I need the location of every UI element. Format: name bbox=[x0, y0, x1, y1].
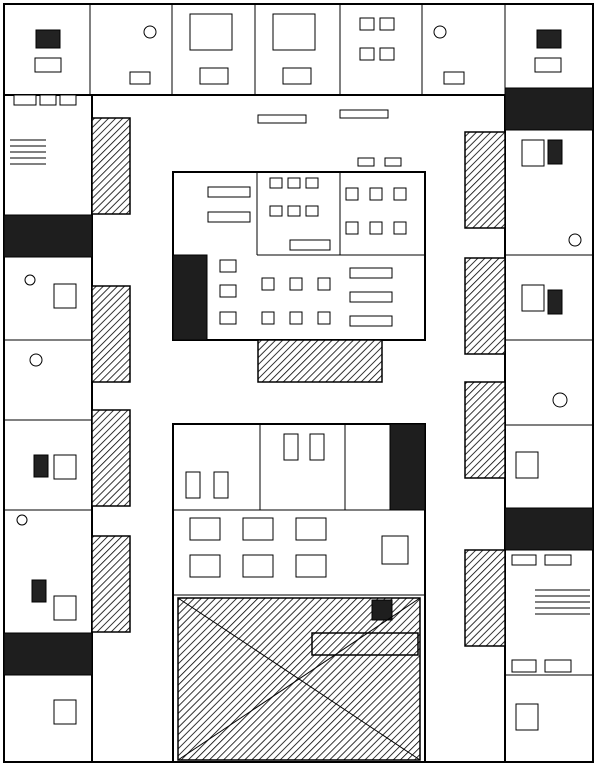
shaft-left-1 bbox=[91, 117, 131, 215]
stair-core-right-lower bbox=[504, 507, 594, 551]
left-wing bbox=[3, 95, 131, 762]
right-wing bbox=[464, 87, 594, 762]
shaft-right-1 bbox=[464, 131, 506, 229]
hatched-void-center bbox=[257, 339, 383, 383]
top-rooms bbox=[13, 4, 562, 124]
stair-core-left-lower bbox=[3, 632, 93, 676]
stair-core-right-upper bbox=[504, 87, 594, 131]
stair-core-left-upper bbox=[3, 214, 93, 258]
shaft-left-4 bbox=[91, 535, 131, 633]
shaft-right-3 bbox=[464, 381, 506, 479]
central-upper-block bbox=[172, 157, 426, 383]
shaft-right-4 bbox=[464, 549, 506, 647]
shaft-left-3 bbox=[91, 409, 131, 507]
shaft-left-2 bbox=[91, 285, 131, 383]
shaft-right-2 bbox=[464, 257, 506, 355]
garage-ramp bbox=[311, 632, 419, 656]
central-lower-block bbox=[172, 423, 426, 763]
